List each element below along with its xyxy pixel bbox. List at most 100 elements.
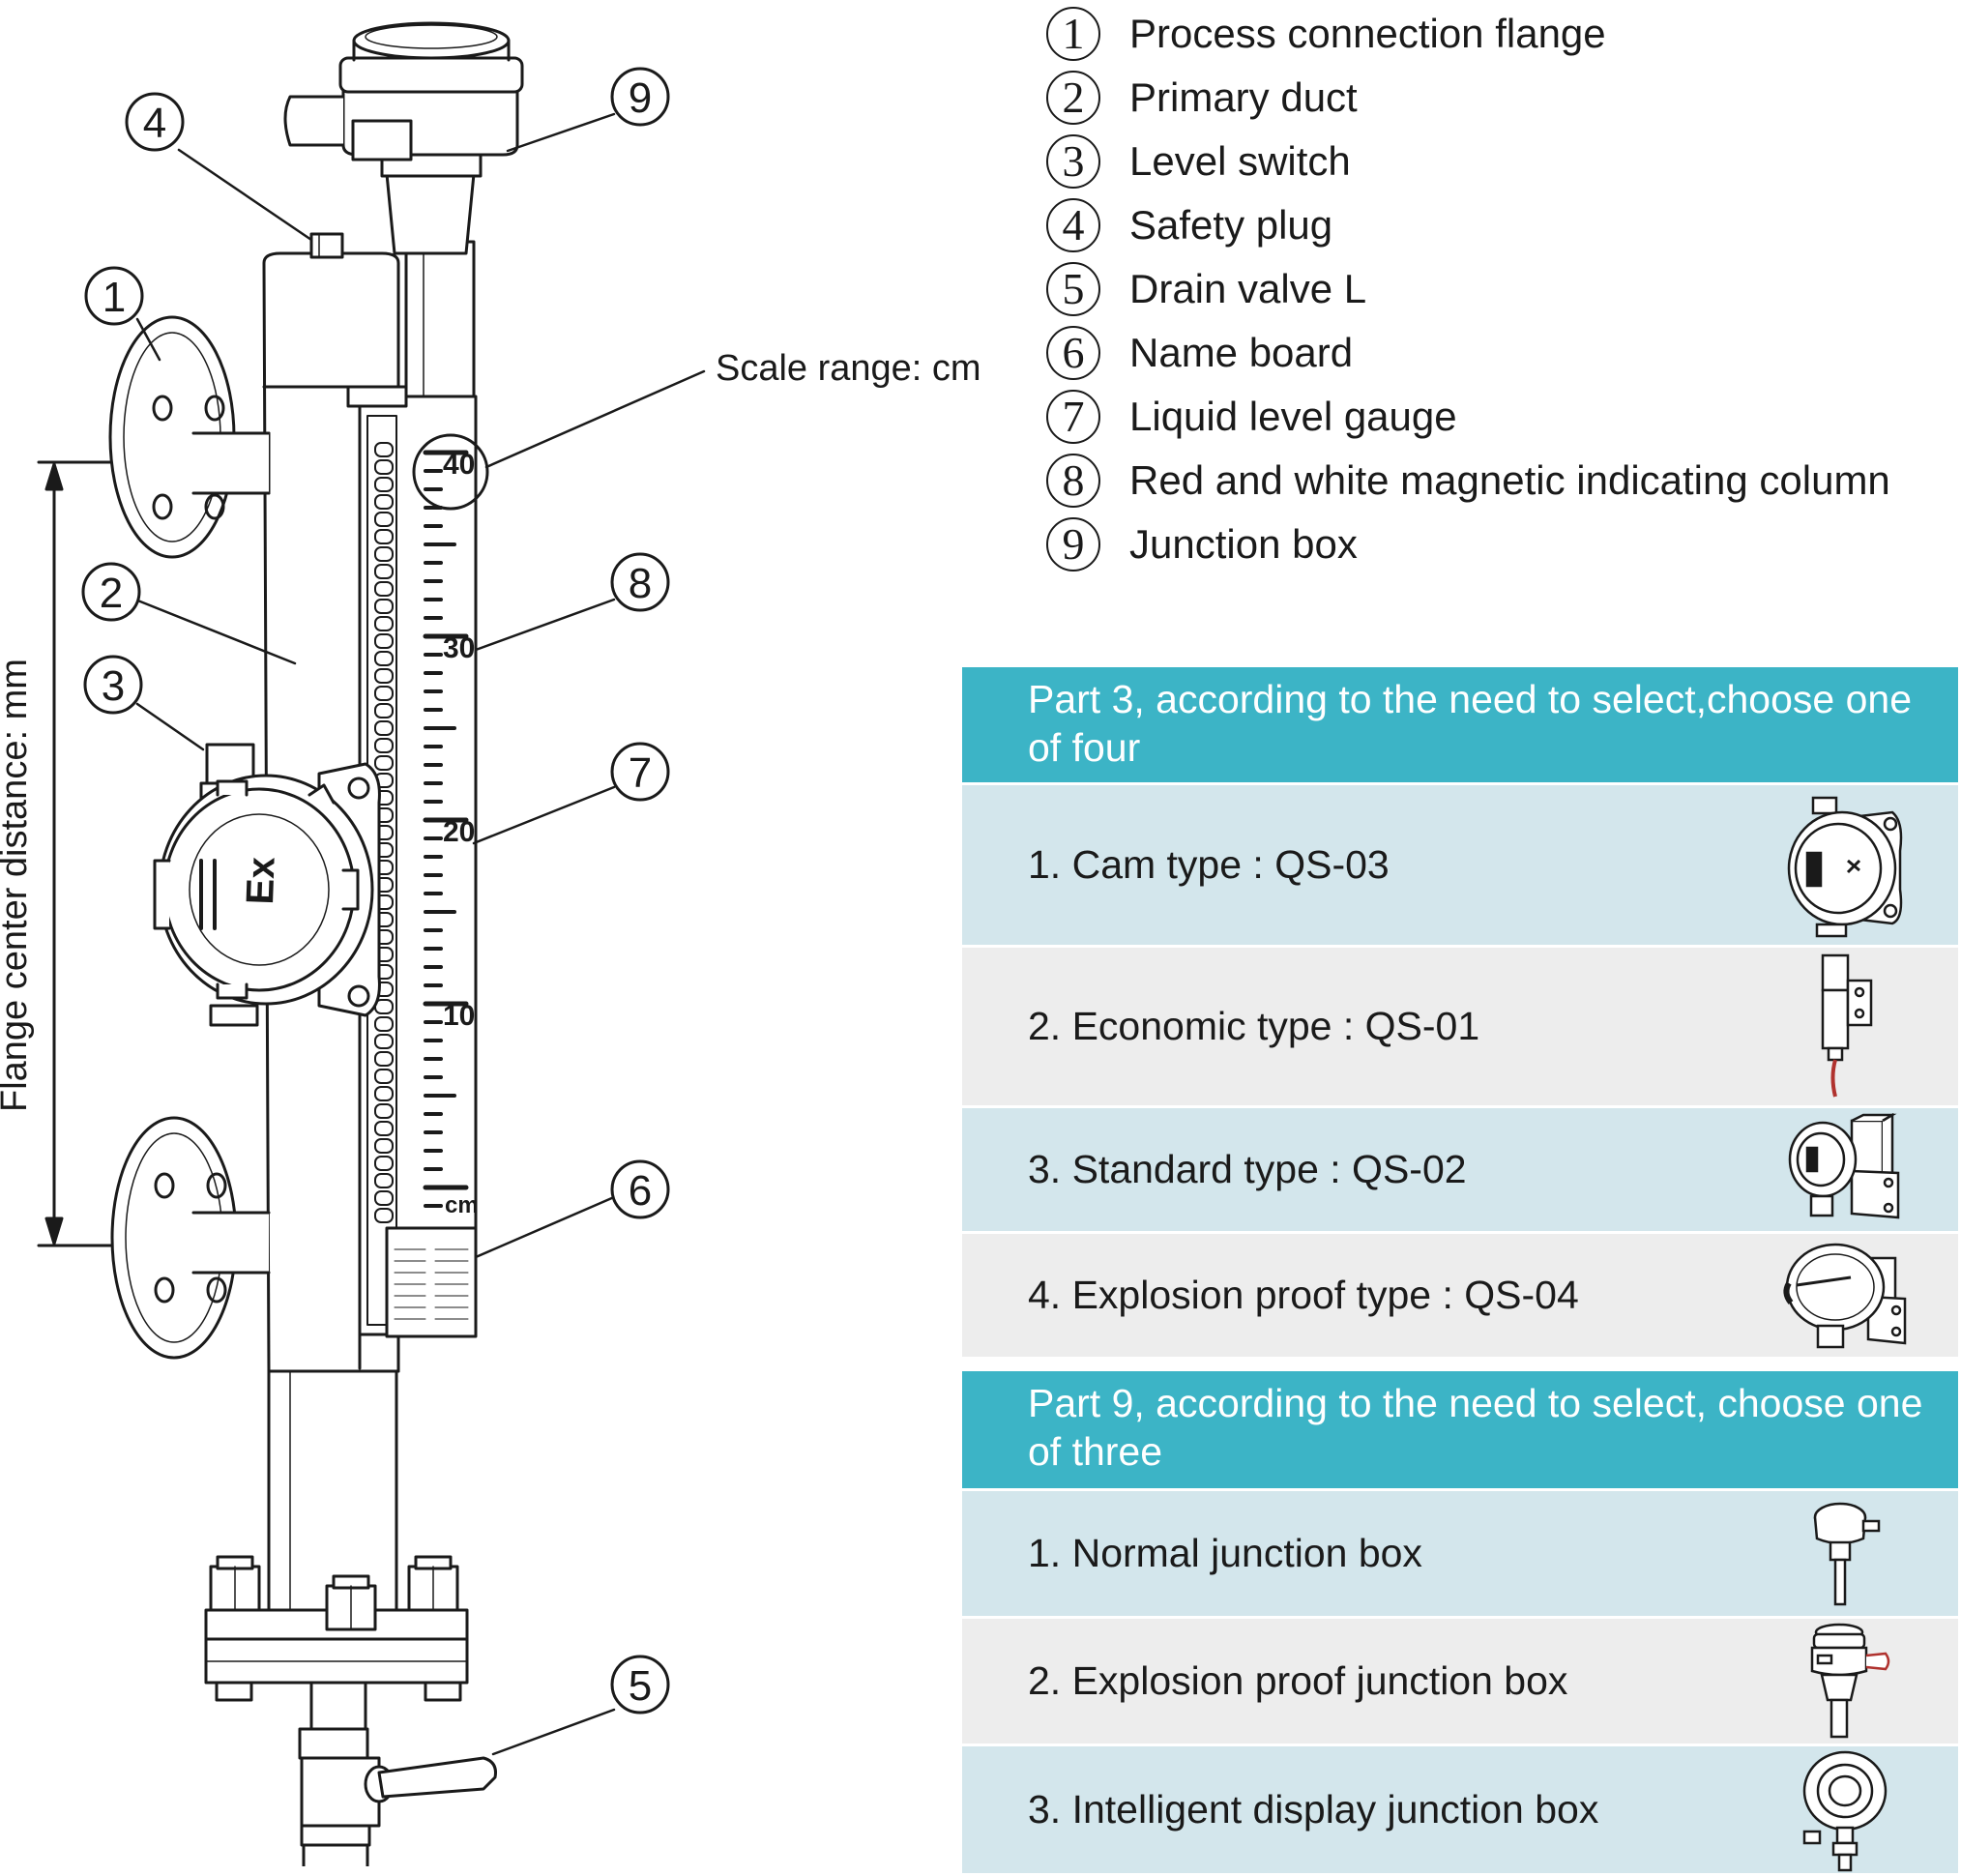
- indicator-flap: [374, 459, 394, 475]
- callout-5: 5: [610, 1655, 670, 1715]
- option-label: 3. Intelligent display junction box: [1028, 1787, 1599, 1832]
- upper-process-flange: [108, 315, 271, 559]
- normal-junction-box-icon: [1774, 1491, 1919, 1616]
- scale-label-30: 30: [443, 632, 475, 664]
- legend-item: 3 Level switch: [1046, 130, 1955, 193]
- legend-label: Junction box: [1129, 521, 1358, 567]
- scale-label-cm: cm: [445, 1192, 479, 1218]
- legend-number: 2: [1046, 71, 1100, 125]
- indicator-flap: [374, 442, 394, 457]
- callout-6-num: 6: [629, 1167, 652, 1215]
- legend-item: 4 Safety plug: [1046, 193, 1955, 257]
- cam-type-switch-icon: [1774, 785, 1919, 945]
- legend-number: 3: [1046, 134, 1100, 189]
- legend-item: 2 Primary duct: [1046, 66, 1955, 130]
- legend-label: Liquid level gauge: [1129, 394, 1457, 439]
- drain-valve: [298, 1681, 497, 1866]
- indicator-flap: [374, 546, 394, 562]
- indicator-flap: [374, 529, 394, 544]
- legend-number: 5: [1046, 262, 1100, 316]
- callout-7-num: 7: [629, 749, 652, 797]
- intelligent-display-junction-box-icon: [1774, 1746, 1919, 1873]
- option-label: 3. Standard type : QS-02: [1028, 1147, 1467, 1191]
- indicator-flap: [374, 494, 394, 510]
- part3-panel: Part 3, according to the need to select,…: [962, 667, 1958, 1360]
- legend-item: 1 Process connection flange: [1046, 2, 1955, 66]
- part3-option-standard: 3. Standard type : QS-02: [962, 1108, 1958, 1234]
- callout-1: 1: [84, 266, 144, 326]
- ex-mark: Ex: [239, 857, 283, 905]
- scale-range-label: Scale range: cm: [716, 348, 981, 389]
- legend-label: Primary duct: [1129, 74, 1358, 120]
- part9-header: Part 9, according to the need to select,…: [962, 1371, 1958, 1491]
- part9-option-normal: 1. Normal junction box: [962, 1491, 1958, 1619]
- callout-3-num: 3: [102, 662, 125, 710]
- part3-option-economic: 2. Economic type : QS-01: [962, 948, 1958, 1108]
- part9-option-explosion: 2. Explosion proof junction box: [962, 1619, 1958, 1746]
- legend-item: 5 Drain valve L: [1046, 257, 1955, 321]
- option-label: 1. Cam type : QS-03: [1028, 842, 1390, 887]
- option-label: 2. Explosion proof junction box: [1028, 1658, 1568, 1703]
- indicator-flap: [374, 1190, 394, 1206]
- indicator-flap: [374, 599, 394, 614]
- indicator-flap: [374, 686, 394, 701]
- scale-highlight-circle: [412, 433, 489, 511]
- indicator-flap: [374, 755, 394, 771]
- legend-label: Safety plug: [1129, 202, 1333, 248]
- indicator-flap: [374, 668, 394, 684]
- legend-label: Level switch: [1129, 138, 1351, 184]
- legend-label: Name board: [1129, 330, 1354, 375]
- lower-process-flange: [110, 1116, 271, 1360]
- callout-6: 6: [610, 1159, 670, 1219]
- scale-label-10: 10: [443, 1000, 475, 1032]
- indicator-flap: [374, 1208, 394, 1223]
- callout-8-num: 8: [629, 560, 652, 607]
- indicator-flap: [374, 616, 394, 631]
- option-label: 1. Normal junction box: [1028, 1531, 1422, 1575]
- bottom-flange: [204, 1555, 469, 1702]
- indicator-flap: [374, 720, 394, 736]
- part3-option-cam: 1. Cam type : QS-03: [962, 785, 1958, 948]
- level-switch: Ex: [153, 743, 381, 1027]
- junction-box: [283, 21, 524, 398]
- callout-7: 7: [610, 742, 670, 802]
- part9-panel: Part 9, according to the need to select,…: [962, 1371, 1958, 1876]
- explosion-proof-switch-icon: [1774, 1234, 1919, 1357]
- option-label: 2. Economic type : QS-01: [1028, 1004, 1480, 1048]
- callout-8: 8: [610, 552, 670, 612]
- indicator-flap: [374, 1156, 394, 1171]
- legend-number: 4: [1046, 198, 1100, 252]
- indicator-flap: [374, 1034, 394, 1049]
- callout-2-num: 2: [100, 570, 123, 617]
- callout-2: 2: [81, 562, 141, 622]
- legend-item: 6 Name board: [1046, 321, 1955, 385]
- indicator-flap: [374, 651, 394, 666]
- legend-number: 6: [1046, 326, 1100, 380]
- legend-item: 9 Junction box: [1046, 513, 1955, 576]
- scale-label-40: 40: [443, 449, 475, 481]
- indicator-flap: [374, 581, 394, 597]
- legend-item: 8 Red and white magnetic indicating colu…: [1046, 449, 1955, 513]
- legend-label: Process connection flange: [1129, 11, 1606, 56]
- callout-1-num: 1: [102, 274, 126, 321]
- indicator-flap: [374, 477, 394, 492]
- flange-distance-label: Flange center distance: mm: [0, 659, 35, 1112]
- legend-number: 7: [1046, 390, 1100, 444]
- callout-9-num: 9: [629, 74, 652, 122]
- indicator-flap: [374, 738, 394, 753]
- indicator-flap: [374, 1121, 394, 1136]
- callout-4: 4: [125, 92, 185, 152]
- indicator-flap: [374, 1173, 394, 1188]
- callout-3: 3: [83, 655, 143, 715]
- indicator-flap: [374, 1069, 394, 1084]
- gauge-scale-labels: 40 30 20 10 cm: [443, 449, 479, 1218]
- economic-type-switch-icon: [1774, 948, 1919, 1105]
- level-gauge-drawing: Flange center distance: mm: [0, 21, 981, 1866]
- standard-type-switch-icon: [1774, 1108, 1919, 1231]
- indicator-flap: [374, 1103, 394, 1119]
- indicator-flap: [374, 633, 394, 649]
- name-board: [385, 1226, 478, 1338]
- gauge-scale: [423, 450, 469, 1208]
- legend-item: 7 Liquid level gauge: [1046, 385, 1955, 449]
- indicator-flap: [374, 1016, 394, 1032]
